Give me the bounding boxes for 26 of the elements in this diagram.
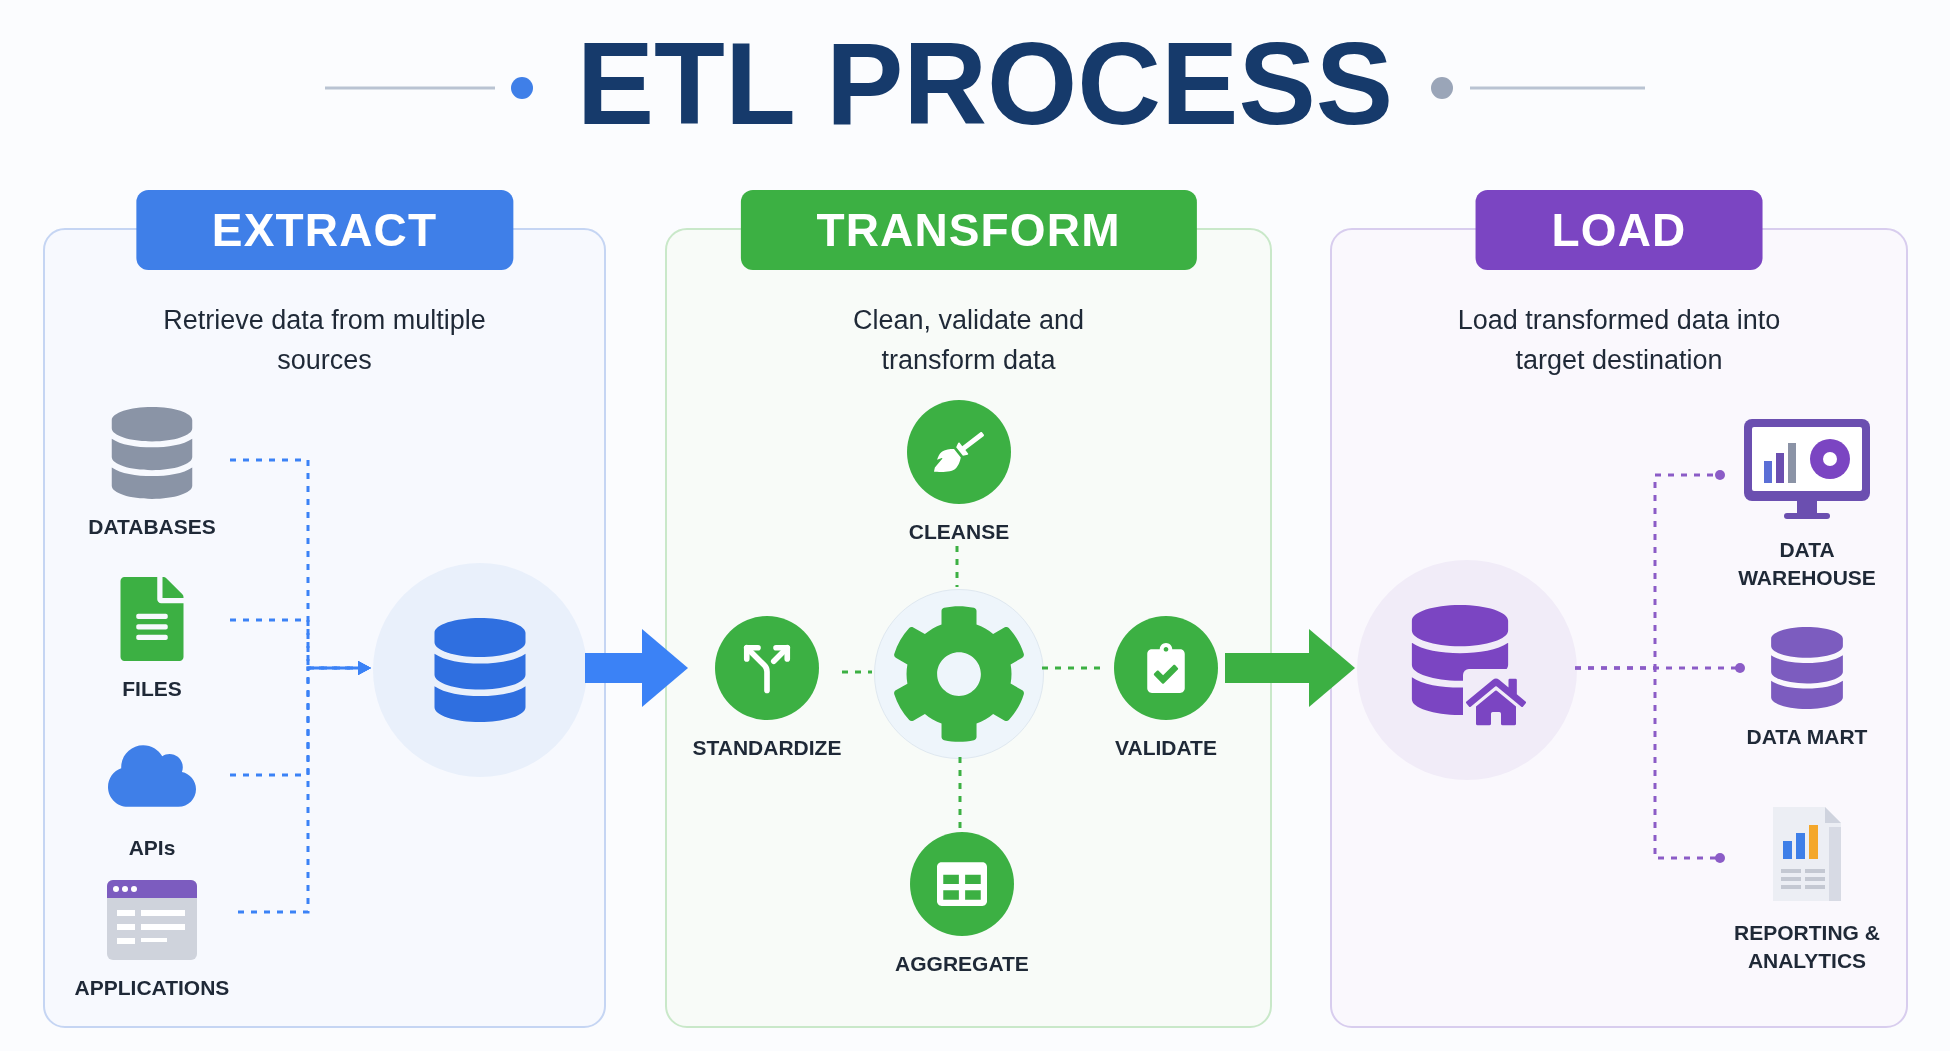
item-label: APIs [128,835,176,861]
item-label: DATABASES [88,514,216,540]
dashed-connector [238,661,371,914]
dashed-connector [1575,666,1725,863]
item-label: DATA WAREHOUSE [1737,537,1877,591]
dashed-connector [955,546,959,587]
dashed-connector [1042,666,1103,670]
dashed-connector [958,757,962,830]
section-header: LOAD [1475,190,1763,270]
item-label: VALIDATE [1115,735,1217,761]
section-description: Clean, validate and transform data [851,304,1086,377]
section-header: TRANSFORM [740,190,1197,270]
item-label: DATA MART [1746,724,1868,750]
item-label: APPLICATIONS [74,975,230,1001]
page-title: ETL PROCESS [575,18,1395,151]
item-label: REPORTING & ANALYTICS [1733,920,1881,974]
section-description: Load transformed data into target destination [1456,304,1782,377]
section-description: Retrieve data from multiple sources [162,304,487,377]
dashed-connector [842,670,872,674]
item-label: FILES [122,676,182,702]
item-label: AGGREGATE [895,951,1029,977]
block-arrow [585,629,688,707]
item-label: STANDARDIZE [692,735,842,761]
block-arrow [1225,629,1355,707]
section-header: EXTRACT [135,190,514,270]
item-label: CLEANSE [908,519,1010,545]
